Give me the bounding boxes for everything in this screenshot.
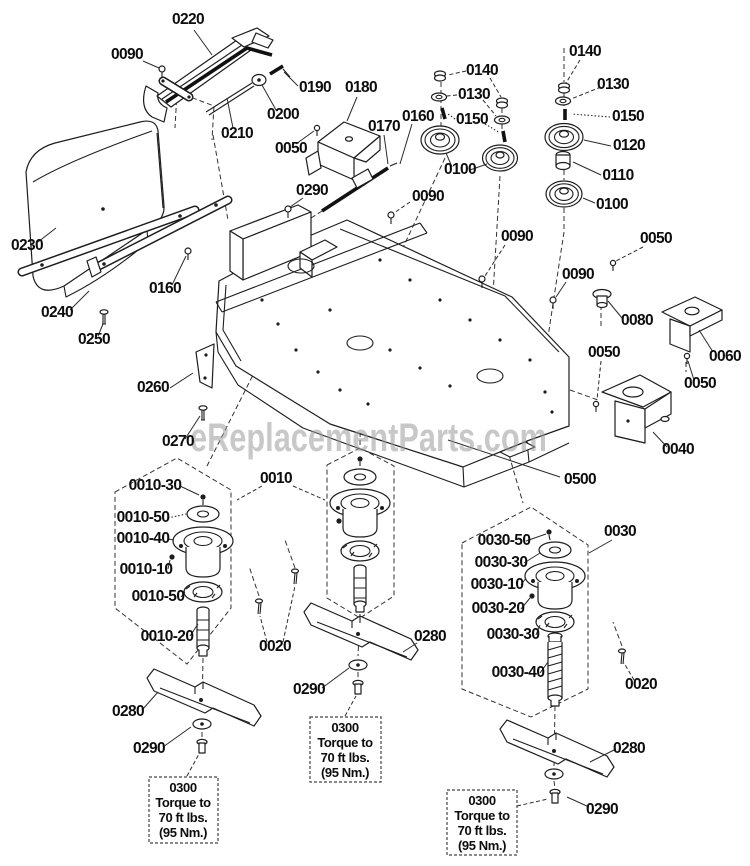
part-label: 0020 — [259, 638, 291, 655]
spindle-assembly-left — [114, 457, 234, 665]
part-label: 0210 — [221, 125, 253, 142]
part-label: 0010-20 — [141, 628, 194, 645]
torque-line: (95 Nm.) — [159, 825, 207, 840]
blade-left — [146, 668, 262, 754]
part-label: 0010-50 — [117, 509, 170, 526]
part-label: 0100 — [596, 196, 628, 213]
part-label: 0280 — [414, 628, 446, 645]
part-label: 0030-20 — [472, 600, 525, 617]
part-label: 0280 — [613, 740, 645, 757]
torque-note-box-right: 0300 Torque to 70 ft lbs. (95 Nm.) — [446, 789, 518, 856]
part-label: 0230 — [11, 237, 43, 254]
part-label: 0050 — [640, 230, 672, 247]
part-label: 0140 — [569, 43, 601, 60]
part-label: 0200 — [267, 106, 299, 123]
part-label: 0260 — [137, 379, 169, 396]
part-label: 0130 — [458, 86, 490, 103]
watermark-text: eReplacementParts.com — [190, 416, 547, 460]
part-label: 0110 — [602, 167, 633, 184]
part-label: 0080 — [621, 312, 653, 329]
part-label: 0010-30 — [129, 477, 182, 494]
torque-line: 70 ft lbs. — [321, 750, 370, 765]
spindle-assembly-right — [461, 506, 589, 718]
part-label: 0010-50 — [132, 588, 185, 605]
part-label: 0090 — [412, 188, 444, 205]
blade-center — [303, 602, 419, 695]
part-label: 0290 — [296, 182, 328, 199]
torque-line: Torque to — [454, 808, 510, 823]
belt-guard-assembly — [142, 27, 291, 123]
part-label: 0500 — [564, 471, 596, 488]
mounting-rails — [17, 195, 233, 325]
part-label: 0030-30 — [475, 554, 528, 571]
part-label: 0270 — [162, 433, 194, 450]
part-label: 0220 — [172, 11, 204, 28]
part-label: 0120 — [613, 137, 645, 154]
torque-part-number: 0300 — [468, 793, 495, 808]
part-label: 0030 — [604, 523, 636, 540]
part-label: 0140 — [466, 62, 498, 79]
part-label: 0010-40 — [117, 530, 170, 547]
torque-note-box-center: 0300 Torque to 70 ft lbs. (95 Nm.) — [309, 716, 382, 783]
part-label: 0030-50 — [478, 532, 531, 549]
torque-line: (95 Nm.) — [458, 838, 506, 853]
spindle-assembly-center — [326, 447, 395, 619]
right-brackets — [592, 259, 723, 444]
part-label: 0150 — [612, 108, 644, 125]
torque-part-number: 0300 — [169, 780, 196, 795]
torque-part-number: 0300 — [331, 720, 358, 735]
part-label: 0150 — [456, 111, 488, 128]
part-label: 0050 — [588, 344, 620, 361]
part-label: 0240 — [41, 304, 73, 321]
deck-shell — [215, 204, 570, 488]
leader-lines — [37, 29, 714, 808]
torque-line: Torque to — [317, 735, 373, 750]
torque-line: 70 ft lbs. — [159, 810, 208, 825]
blade-stop-plate — [195, 343, 215, 421]
part-label: 0090 — [562, 266, 594, 283]
part-label: 0280 — [112, 703, 144, 720]
torque-line: 70 ft lbs. — [458, 823, 507, 838]
part-label: 0180 — [345, 79, 377, 96]
pulley-stack-left — [420, 70, 519, 172]
part-label: 0030-30 — [487, 626, 540, 643]
part-label: 0130 — [597, 76, 629, 93]
part-label: 0250 — [78, 331, 110, 348]
part-label: 0010-10 — [120, 561, 173, 578]
part-label: 0090 — [501, 228, 533, 245]
part-label: 0050 — [684, 375, 716, 392]
part-label: 0010 — [260, 470, 292, 487]
part-label: 0290 — [586, 801, 618, 818]
part-label: 0190 — [299, 79, 331, 96]
torque-line: (95 Nm.) — [321, 765, 369, 780]
part-label: 0090 — [111, 46, 143, 63]
part-label: 0050 — [275, 140, 307, 157]
part-label: 0290 — [133, 740, 165, 757]
deck-hole-dots — [260, 258, 554, 414]
part-label: 0060 — [709, 348, 741, 365]
torque-line: Torque to — [155, 795, 211, 810]
blade-right — [499, 719, 615, 804]
idler-bracket — [305, 121, 381, 189]
part-label: 0160 — [149, 280, 181, 297]
part-label: 0030-40 — [492, 664, 545, 681]
pulley-stack-right — [544, 82, 584, 208]
part-label: 0040 — [662, 441, 694, 458]
part-label: 0160 — [402, 108, 434, 125]
torque-note-box-left: 0300 Torque to 70 ft lbs. (95 Nm.) — [148, 776, 219, 844]
part-label: 0020 — [625, 676, 657, 693]
part-label: 0030-10 — [471, 576, 524, 593]
part-label: 0290 — [293, 681, 325, 698]
part-label: 0100 — [444, 161, 476, 178]
discharge-chute — [25, 120, 165, 298]
part-label: 0170 — [368, 118, 400, 135]
part-labels: 0220 0090 0190 0200 0210 0180 0170 0160 … — [11, 11, 742, 818]
mounting-bolts — [254, 568, 627, 665]
